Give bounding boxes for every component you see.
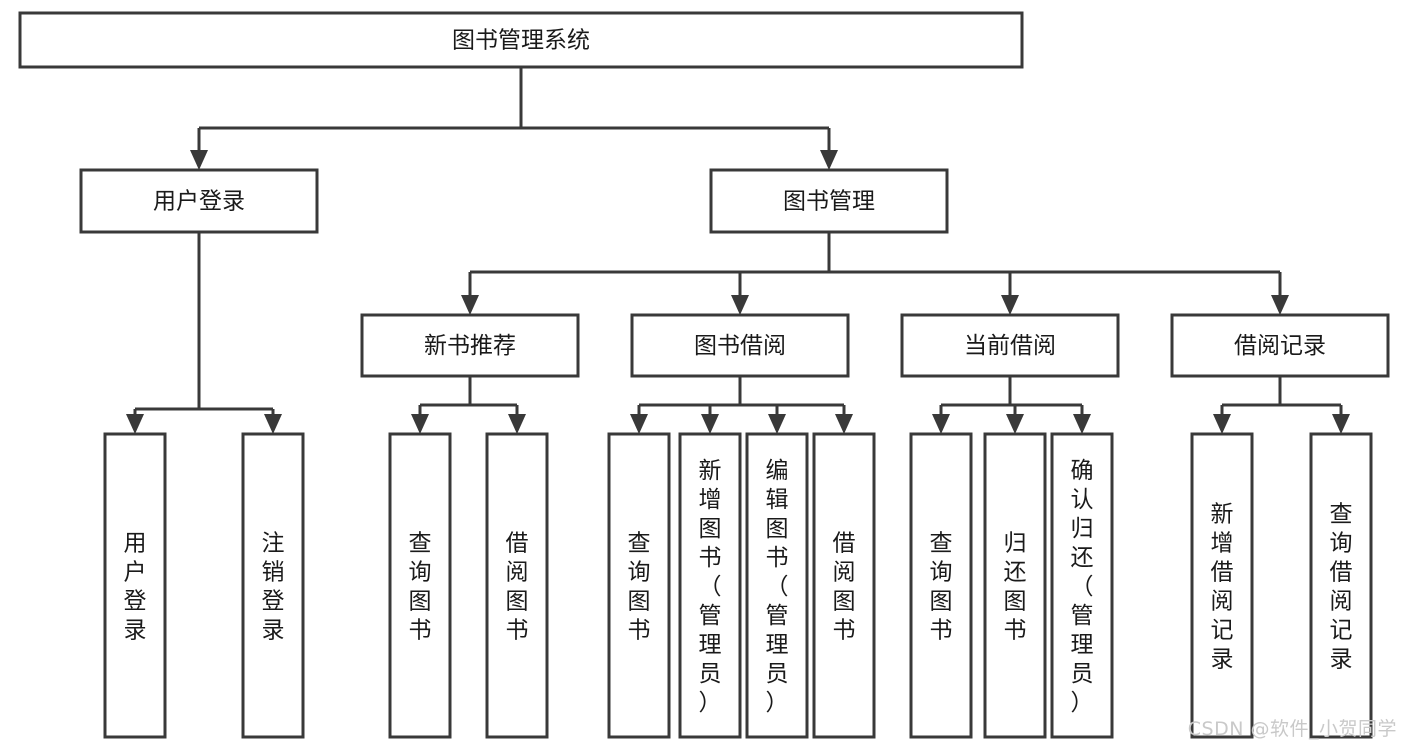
node-box (1309, 432, 1373, 739)
node-leaf-7[interactable]: 借阅图书 (812, 432, 876, 739)
node-box (745, 432, 809, 739)
node-level1-0[interactable]: 用户登录 (79, 168, 319, 234)
node-box (909, 432, 973, 739)
node-box (18, 11, 1024, 69)
node-leaf-2[interactable]: 查询图书 (388, 432, 452, 739)
node-label: 查询图书 (409, 531, 432, 644)
node-label: 注销登录 (262, 531, 285, 644)
node-root-0[interactable]: 图书管理系统 (18, 11, 1024, 69)
borrow-to-leaves-arrow-2 (768, 414, 786, 434)
node-label: 新增借阅记录 (1211, 502, 1234, 673)
nodes-layer: 图书管理系统用户登录图书管理新书推荐图书借阅当前借阅借阅记录用户登录注销登录查询… (18, 11, 1390, 739)
mgmt-to-level2-arrow-3 (1271, 295, 1289, 315)
root-to-level1-arrow-0 (190, 150, 208, 170)
node-box (709, 168, 949, 234)
records-to-leaves-arrow-1 (1332, 414, 1350, 434)
current-to-leaves-arrow-1 (1006, 414, 1024, 434)
node-label: 编辑图书（管理员） (766, 458, 789, 716)
node-label: 用户登录 (153, 189, 245, 215)
node-level2-3[interactable]: 借阅记录 (1170, 313, 1390, 378)
node-box (79, 168, 319, 234)
node-label: 查询图书 (628, 531, 651, 644)
node-level2-2[interactable]: 当前借阅 (900, 313, 1120, 378)
node-label: 当前借阅 (964, 333, 1056, 359)
node-leaf-11[interactable]: 新增借阅记录 (1190, 432, 1254, 739)
mgmt-to-level2-arrow-1 (731, 295, 749, 315)
node-box (1050, 432, 1114, 739)
node-level1-1[interactable]: 图书管理 (709, 168, 949, 234)
node-label: 归还图书 (1004, 531, 1027, 644)
node-label: 查询图书 (930, 531, 953, 644)
node-box (607, 432, 671, 739)
node-leaf-6[interactable]: 编辑图书（管理员） (745, 432, 809, 739)
node-leaf-0[interactable]: 用户登录 (103, 432, 167, 739)
node-label: 图书管理系统 (452, 28, 590, 54)
node-box (485, 432, 549, 739)
borrow-to-leaves-arrow-1 (701, 414, 719, 434)
node-label: 查询借阅记录 (1330, 502, 1353, 673)
node-box (103, 432, 167, 739)
node-box (1170, 313, 1390, 378)
node-label: 借阅图书 (833, 531, 856, 644)
current-to-leaves-arrow-2 (1073, 414, 1091, 434)
node-leaf-1[interactable]: 注销登录 (241, 432, 305, 739)
node-box (900, 313, 1120, 378)
node-leaf-12[interactable]: 查询借阅记录 (1309, 432, 1373, 739)
node-label: 新增图书（管理员） (699, 458, 722, 716)
rec-to-leaves-arrow-0 (411, 414, 429, 434)
node-leaf-5[interactable]: 新增图书（管理员） (678, 432, 742, 739)
node-leaf-9[interactable]: 归还图书 (983, 432, 1047, 739)
node-label: 新书推荐 (424, 333, 516, 359)
node-label: 图书借阅 (694, 333, 786, 359)
node-label: 确认归还（管理员） (1071, 458, 1094, 716)
node-label: 借阅记录 (1234, 333, 1326, 359)
node-leaf-8[interactable]: 查询图书 (909, 432, 973, 739)
node-box (983, 432, 1047, 739)
watermark-label: CSDN @软件_小贺同学 (1187, 718, 1397, 740)
node-box (360, 313, 580, 378)
mgmt-to-level2-arrow-2 (1001, 295, 1019, 315)
node-box (630, 313, 850, 378)
node-level2-1[interactable]: 图书借阅 (630, 313, 850, 378)
node-box (1190, 432, 1254, 739)
records-to-leaves-arrow-0 (1213, 414, 1231, 434)
node-box (812, 432, 876, 739)
node-box (241, 432, 305, 739)
node-leaf-4[interactable]: 查询图书 (607, 432, 671, 739)
node-leaf-10[interactable]: 确认归还（管理员） (1050, 432, 1114, 739)
borrow-to-leaves-arrow-3 (835, 414, 853, 434)
node-box (678, 432, 742, 739)
rec-to-leaves-arrow-1 (508, 414, 526, 434)
borrow-to-leaves-arrow-0 (630, 414, 648, 434)
node-label: 用户登录 (124, 531, 147, 644)
node-box (388, 432, 452, 739)
login-to-leaves-arrow-1 (264, 414, 282, 434)
root-to-level1-arrow-1 (820, 150, 838, 170)
mgmt-to-level2-arrow-0 (461, 295, 479, 315)
node-level2-0[interactable]: 新书推荐 (360, 313, 580, 378)
node-label: 图书管理 (783, 189, 875, 215)
connectors-layer (126, 67, 1350, 434)
current-to-leaves-arrow-0 (932, 414, 950, 434)
node-leaf-3[interactable]: 借阅图书 (485, 432, 549, 739)
login-to-leaves-arrow-0 (126, 414, 144, 434)
node-label: 借阅图书 (506, 531, 529, 644)
